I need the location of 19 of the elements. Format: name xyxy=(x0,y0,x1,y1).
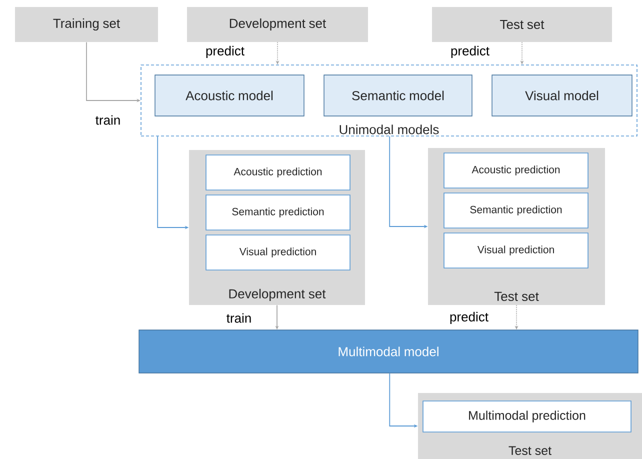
prediction-box: Acoustic prediction xyxy=(444,152,588,188)
prediction-box: Acoustic prediction xyxy=(206,154,350,190)
model-box: Semantic model xyxy=(324,74,472,116)
edge-label: train xyxy=(225,312,253,324)
prediction-box: Multimodal prediction xyxy=(422,400,632,432)
edge-label: predict xyxy=(204,44,246,60)
model-box: Acoustic model xyxy=(154,74,304,116)
edge-label: predict xyxy=(448,310,490,326)
dataset-box: Training set xyxy=(15,7,158,42)
dataset-box: Development set xyxy=(187,7,368,42)
model-bar: Multimodal model xyxy=(138,330,638,374)
prediction-box: Semantic prediction xyxy=(444,192,588,228)
edge-label: predict xyxy=(450,44,491,60)
edge-label: train xyxy=(94,114,122,126)
dataset-box: Test set xyxy=(432,7,612,42)
prediction-box: Visual prediction xyxy=(206,234,350,270)
prediction-box: Visual prediction xyxy=(444,232,588,268)
prediction-box: Semantic prediction xyxy=(206,194,350,230)
model-box: Visual model xyxy=(492,74,632,116)
